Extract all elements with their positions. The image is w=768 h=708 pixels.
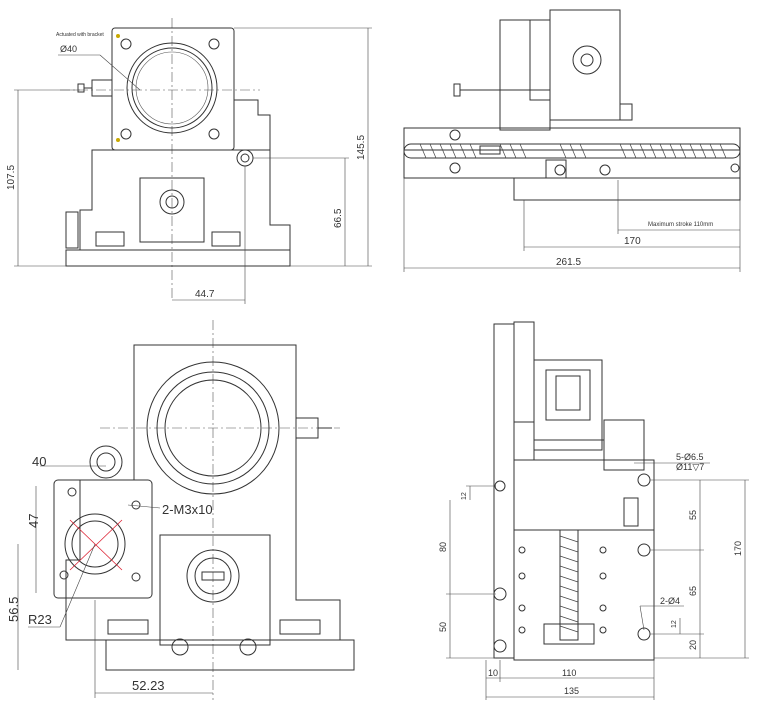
diameter-label: Ø40 (60, 44, 77, 54)
dim-170-side: 170 (624, 236, 641, 247)
dim-40: 40 (32, 454, 46, 469)
dim-47: 47 (26, 514, 41, 528)
dim-135: 135 (564, 686, 579, 696)
dim-261-5: 261.5 (556, 257, 581, 268)
annotation-small: Actuated with bracket (56, 32, 104, 38)
dim-52-23: 52.23 (132, 678, 165, 693)
dim-66-5: 66.5 (333, 208, 344, 228)
dim-50: 50 (438, 622, 448, 632)
radius-23: R23 (28, 612, 52, 627)
dim-110: 110 (562, 668, 576, 678)
dim-170-right: 170 (733, 541, 743, 556)
dim-56-5: 56.5 (6, 597, 21, 622)
hole-label-b: Ø11▽7 (676, 462, 704, 472)
m3-label: 2-M3x10 (162, 502, 213, 517)
hole-label-c: 2-Ø4 (660, 596, 680, 606)
hole-label-a: 5-Ø6.5 (676, 452, 704, 462)
max-stroke-label: Maximum stroke 110mm (648, 222, 713, 228)
dim-10: 10 (488, 668, 498, 678)
bottom-left-view: 40 47 56.5 R23 2-M3x10 52.23 (6, 320, 355, 700)
side-view: Maximum stroke 110mm 170 261.5 (403, 9, 741, 272)
dim-107-5: 107.5 (6, 165, 17, 190)
dim-80: 80 (438, 542, 448, 552)
dim-12-right: 12 (671, 620, 678, 628)
dim-55: 55 (688, 510, 698, 520)
front-view: Actuated with bracket Ø40 107.5 145.5 66… (6, 18, 372, 304)
dim-12-left: 12 (461, 492, 468, 500)
bottom-right-view: 5-Ø6.5 Ø11▽7 170 55 65 20 2-Ø4 12 12 80 … (438, 321, 749, 700)
dim-145-5: 145.5 (356, 135, 367, 160)
dim-20: 20 (688, 640, 698, 650)
dim-44-7: 44.7 (195, 289, 215, 300)
dim-65: 65 (688, 586, 698, 596)
